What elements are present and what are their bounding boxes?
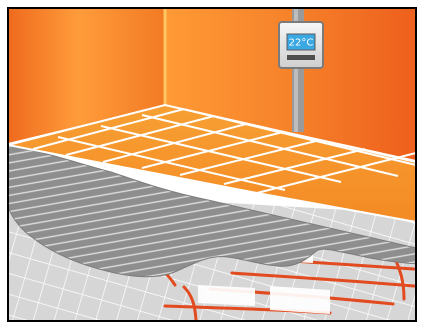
tile-grout-lines: [7, 103, 417, 194]
wall-pipe-highlight: [294, 8, 298, 132]
mat-strip-2: [270, 286, 330, 314]
frame-border: [7, 7, 417, 322]
temperature-reading: 22°C: [289, 38, 314, 49]
mat-strip-1: [198, 285, 255, 306]
heating-cable-6: [182, 285, 198, 322]
tile-edge: [7, 144, 417, 223]
thermostat-display: [286, 33, 316, 51]
tile-surface: [8, 105, 416, 222]
thermostat-control-bar: [287, 55, 315, 60]
adhesive-layer: [7, 145, 417, 278]
thermostat: 22°C: [278, 21, 324, 69]
left-wall: [8, 8, 165, 143]
right-wall: [165, 8, 416, 160]
heating-cable-3: [230, 271, 416, 288]
